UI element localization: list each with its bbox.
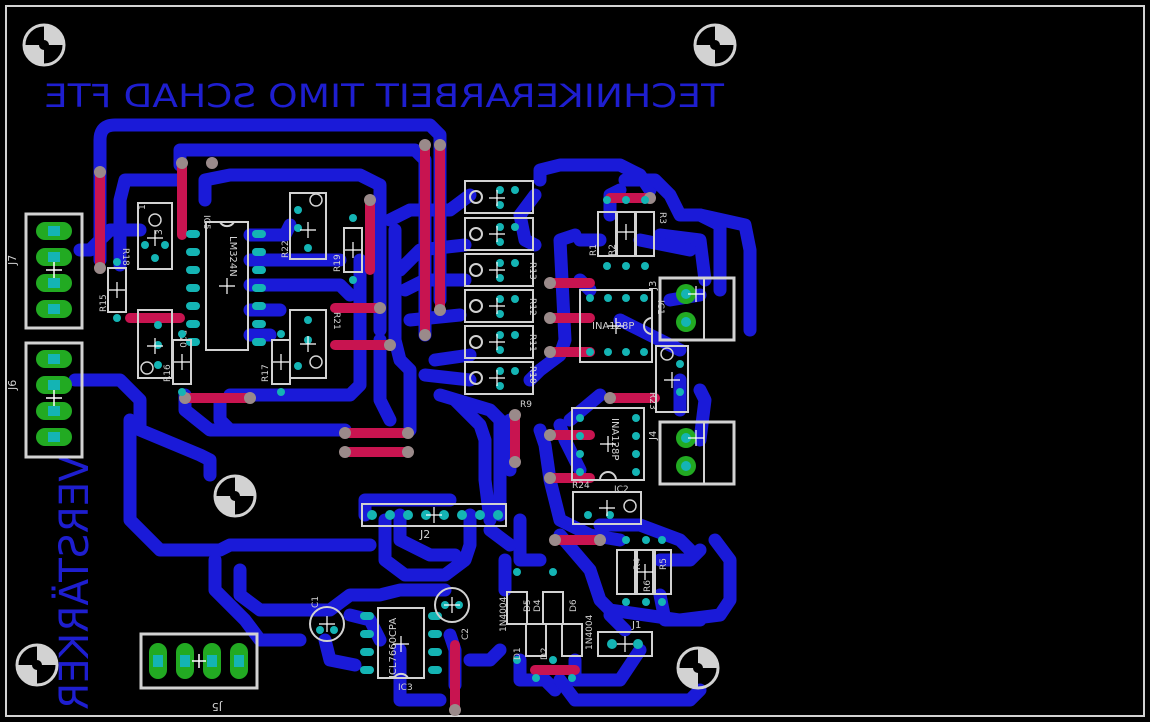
trimmer-pin-1: 1 xyxy=(138,204,148,210)
resistor-r18: R18 xyxy=(120,248,130,266)
resistor-r4-label: R4 xyxy=(633,558,643,570)
ic2-ina128p: INA128P IC2 xyxy=(571,407,645,495)
connector-j3-label: J3 xyxy=(648,281,659,291)
resistor-r19-label: R19 xyxy=(333,254,343,272)
trimmer-r8: R24 xyxy=(572,481,642,525)
resistor-r6: R6 xyxy=(616,536,653,606)
ic3-label: IC3 xyxy=(398,683,413,693)
connector-j5: J5 xyxy=(139,632,259,713)
connector-j4: J4 xyxy=(648,420,736,486)
board-outline xyxy=(5,5,1145,717)
resistor-r17: R17 xyxy=(261,330,291,396)
mounting-hole-top-left xyxy=(22,23,66,67)
resistor-r1: R1 xyxy=(589,196,617,270)
vias xyxy=(94,139,656,716)
diode-d2-label: D2 xyxy=(540,647,550,660)
diode-group xyxy=(506,591,583,657)
connector-j2-label: J2 xyxy=(419,528,430,541)
trimmer-top-left: 1 3 xyxy=(137,202,173,270)
resistor-r15: R15 xyxy=(99,258,127,322)
diode-pads xyxy=(513,568,576,682)
connector-j5-label: J5 xyxy=(212,700,223,713)
resistor-r18-label: R18 xyxy=(120,248,130,266)
resistor-r16: R16 xyxy=(163,330,192,396)
connector-j7: J7 xyxy=(6,212,84,330)
trimmer-r21-label: R21 xyxy=(331,312,341,330)
mounting-hole-bottom-left xyxy=(15,643,59,687)
connector-j1-label: J1 xyxy=(631,620,641,631)
bottom-copper-layer xyxy=(68,118,757,707)
diode-d2-part: 1N4004 xyxy=(585,614,595,650)
mounting-hole-top-right xyxy=(693,23,737,67)
resistor-r16-label: R16 xyxy=(163,364,173,382)
trimmer-pin-3: 3 xyxy=(155,229,165,235)
capacitor-c1-label: C1 xyxy=(311,596,321,608)
resistor-r2-label: R2 xyxy=(608,244,618,256)
trimmer-r10-label: R10 xyxy=(527,366,537,384)
trimmer-r11-label: R11 xyxy=(527,334,537,352)
resistor-r19: R19 xyxy=(333,214,363,284)
connector-j7-label: J7 xyxy=(6,255,19,266)
trimmer-r7: R23 xyxy=(647,345,689,413)
resistor-r5-label: R5 xyxy=(659,558,669,570)
trimmer-r12-label: R12 xyxy=(527,298,537,316)
connector-j4-label: J4 xyxy=(648,431,659,441)
resistor-r1-label: R1 xyxy=(589,244,599,256)
ic1-label: IC1 xyxy=(655,300,665,315)
connector-j6-label: J6 xyxy=(6,380,19,391)
trimmer-r20-label: R20 xyxy=(177,330,187,348)
connector-j6: J6 xyxy=(6,341,84,459)
trimmer-column-pads xyxy=(496,186,519,390)
top-copper-layer xyxy=(95,140,660,715)
diode-d1-label: D1 xyxy=(513,647,523,660)
ic5-label: IC5 xyxy=(201,215,211,230)
diode-d4-label: D4 xyxy=(533,599,543,612)
mounting-hole-middle-left xyxy=(213,474,257,518)
part-origin-markers xyxy=(109,190,704,652)
connector-j3: J3 xyxy=(648,276,736,342)
trimmer-r23-label: R23 xyxy=(647,392,657,410)
trimmer-r9-label: R9 xyxy=(520,400,532,410)
ic2-label: IC2 xyxy=(614,485,629,495)
board-side-text: VERSTÄRKER xyxy=(50,455,98,710)
capacitor-c2-label: C2 xyxy=(461,628,471,640)
resistor-r3: R3 xyxy=(635,196,667,270)
resistor-r6-label: R6 xyxy=(643,580,653,592)
trimmer-r22: R22 xyxy=(281,192,327,260)
ic2-part-label: INA128P xyxy=(609,418,620,460)
trimmer-r22-label: R22 xyxy=(281,240,291,258)
ic3-part-label: ICL7660CPA xyxy=(388,618,399,678)
resistor-r3-label: R3 xyxy=(657,212,667,224)
ic5-part-label: LM324N xyxy=(227,236,238,277)
trimmer-column xyxy=(464,180,534,395)
connector-j2: J2 xyxy=(361,503,507,541)
resistor-r17-label: R17 xyxy=(261,364,271,382)
ic5-lm324n: LM324N IC5 xyxy=(186,215,266,351)
diode-d1-part: 1N4004 xyxy=(499,596,509,632)
capacitor-c1: C1 xyxy=(309,596,345,642)
mounting-hole-bottom-right xyxy=(676,646,720,690)
trimmer-r13-label: R13 xyxy=(527,262,537,280)
connector-j1: J1 xyxy=(597,620,653,657)
resistor-r4: R4 xyxy=(633,536,656,606)
resistor-r15-label: R15 xyxy=(99,294,109,312)
diode-d6-label: D6 xyxy=(569,599,579,612)
board-title: TECHNIKERARBEIT TIMO SCHAD FTE xyxy=(44,77,725,115)
diode-d5-label: D5 xyxy=(523,599,533,612)
resistor-r24-label: R24 xyxy=(572,481,590,491)
